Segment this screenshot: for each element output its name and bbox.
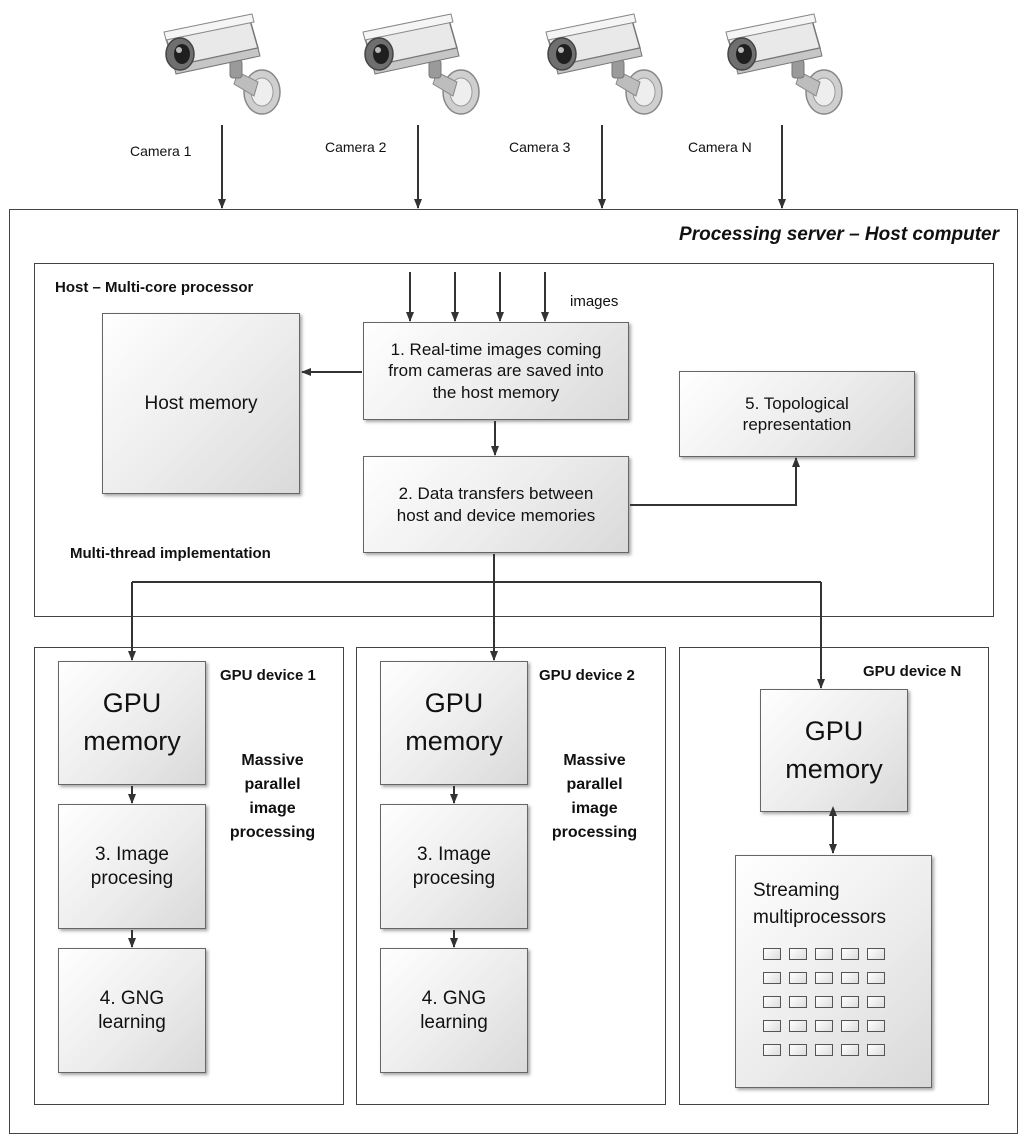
- multiprocessor-cell: [841, 948, 859, 960]
- multiprocessor-cell: [763, 972, 781, 984]
- streaming-multiprocessors-box: Streaming multiprocessors: [735, 855, 932, 1088]
- multiprocessor-cell: [789, 1020, 807, 1032]
- multiprocessor-cell: [867, 972, 885, 984]
- multiprocessor-cell: [789, 948, 807, 960]
- camera-label: Camera N: [688, 139, 752, 155]
- step4-label: 4. GNG learning: [420, 987, 488, 1033]
- server-title: Processing server – Host computer: [679, 224, 999, 245]
- image-processing-box: 3. Image procesing: [58, 804, 206, 929]
- multiprocessor-cell: [763, 996, 781, 1008]
- multiprocessor-cell: [815, 1044, 833, 1056]
- image-processing-box: 3. Image procesing: [380, 804, 528, 929]
- multiprocessor-cell: [841, 1044, 859, 1056]
- gpu-memory-label: GPU memory: [785, 715, 883, 784]
- gng-learning-box: 4. GNG learning: [380, 948, 528, 1073]
- gpu-memory-box: GPU memory: [760, 689, 908, 812]
- parallel-processing-label: Massive parallel image processing: [551, 752, 638, 841]
- gpu-memory-box: GPU memory: [58, 661, 206, 785]
- multiprocessor-cell: [815, 1020, 833, 1032]
- host-memory-box: Host memory: [102, 313, 300, 494]
- multiprocessor-cell: [789, 996, 807, 1008]
- camera-label: Camera 1: [130, 143, 192, 159]
- gpu-memory-label: GPU memory: [83, 688, 181, 756]
- multiprocessor-cell: [763, 1044, 781, 1056]
- step1-label: 1. Real-time images coming from cameras …: [388, 340, 604, 402]
- images-label: images: [570, 293, 619, 310]
- parallel-processing-label: Massive parallel image processing: [229, 752, 316, 841]
- host-memory-label: Host memory: [144, 392, 258, 414]
- multiprocessor-cell: [841, 996, 859, 1008]
- multiprocessor-cell: [815, 972, 833, 984]
- multiprocessor-cell: [867, 1044, 885, 1056]
- host-title: Host – Multi-core processor: [55, 279, 254, 296]
- step1-box: 1. Real-time images coming from cameras …: [363, 322, 629, 420]
- gpu-device-title: GPU device 1: [220, 667, 316, 684]
- camera-label: Camera 2: [325, 139, 387, 155]
- multiprocessor-cell: [763, 1020, 781, 1032]
- gpu-device-title: GPU device N: [863, 663, 962, 680]
- gpu-memory-box: GPU memory: [380, 661, 528, 785]
- multiprocessor-cell: [867, 948, 885, 960]
- gpu-memory-label: GPU memory: [405, 688, 503, 756]
- step5-label: 5. Topological representation: [742, 393, 852, 434]
- multiprocessor-cell: [815, 948, 833, 960]
- gng-learning-box: 4. GNG learning: [58, 948, 206, 1073]
- step2-box: 2. Data transfers between host and devic…: [363, 456, 629, 553]
- step5-box: 5. Topological representation: [679, 371, 915, 457]
- step2-label: 2. Data transfers between host and devic…: [396, 484, 596, 525]
- multiprocessor-cell: [789, 1044, 807, 1056]
- multiprocessor-cell: [867, 996, 885, 1008]
- gpu-device-title: GPU device 2: [539, 667, 635, 684]
- multiprocessor-cell: [841, 972, 859, 984]
- streaming-multiprocessors-label: Streaming multiprocessors: [753, 880, 887, 928]
- multithread-label: Multi-thread implementation: [70, 545, 271, 562]
- multiprocessor-cell: [841, 1020, 859, 1032]
- step3-label: 3. Image procesing: [90, 843, 174, 889]
- step4-label: 4. GNG learning: [98, 987, 166, 1033]
- multiprocessor-cell: [815, 996, 833, 1008]
- step3-label: 3. Image procesing: [412, 843, 496, 889]
- multiprocessor-cell: [763, 948, 781, 960]
- multiprocessor-cell: [867, 1020, 885, 1032]
- multiprocessor-cell: [789, 972, 807, 984]
- camera-label: Camera 3: [509, 139, 571, 155]
